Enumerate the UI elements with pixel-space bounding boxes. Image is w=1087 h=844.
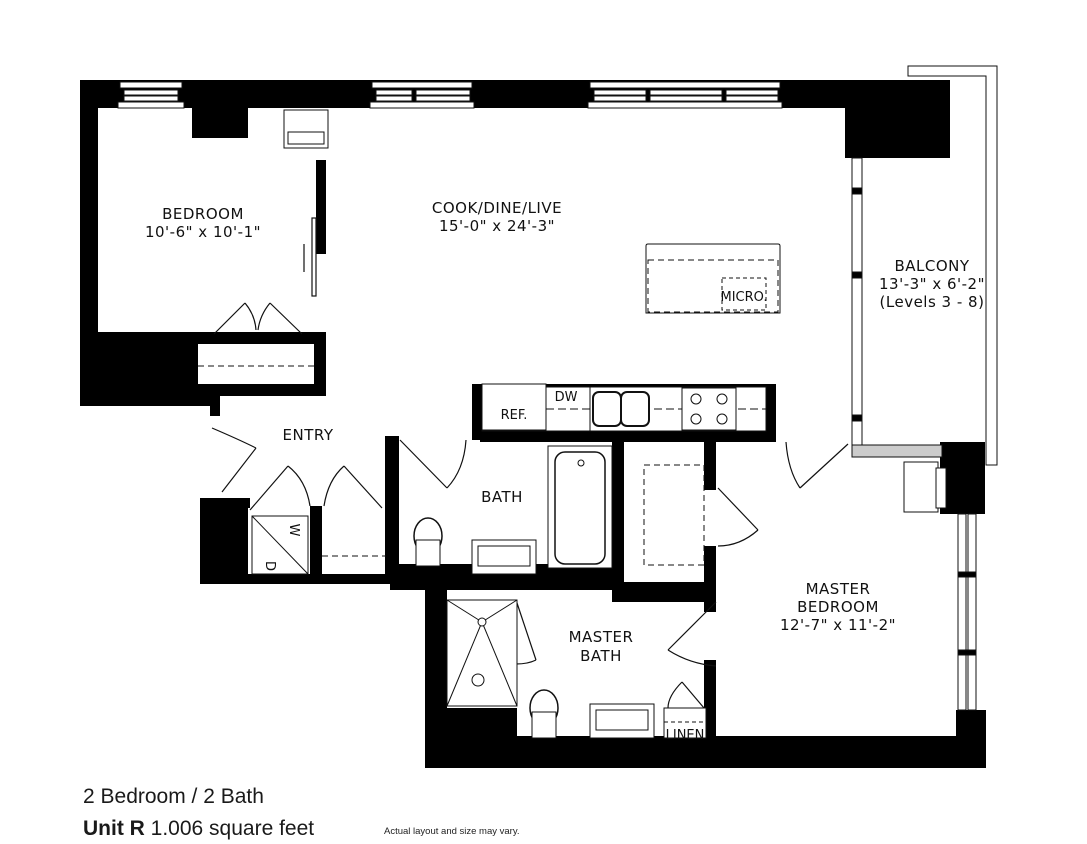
- master-bedroom-name-2: BEDROOM: [797, 598, 879, 616]
- unit-summary: Unit R 1.006 square feet: [83, 817, 314, 841]
- bedroom-dimensions: 10'-6" x 10'-1": [145, 223, 261, 241]
- square-feet: 1.006 square feet: [150, 817, 315, 840]
- disclaimer: Actual layout and size may vary.: [384, 826, 520, 837]
- kitchen-island: [645, 243, 781, 314]
- floor-plan: MICRO. REF. DW: [80, 65, 998, 768]
- master-bedroom-name-1: MASTER: [806, 580, 871, 598]
- entry-name: ENTRY: [283, 426, 334, 444]
- room-labels: BEDROOM 10'-6" x 10'-1" COOK/DINE/LIVE 1…: [145, 199, 985, 665]
- dryer-label: D: [262, 561, 277, 571]
- doors: [211, 217, 849, 709]
- unit-label: Unit R: [83, 817, 145, 840]
- bath-fixtures: [251, 445, 707, 739]
- washer-label: W: [286, 524, 301, 537]
- balcony-railing: [907, 65, 998, 466]
- cook-dine-live-dimensions: 15'-0" x 24'-3": [439, 217, 555, 235]
- windows-top: [117, 81, 783, 109]
- balcony-glazing: [851, 157, 943, 458]
- master-bedroom-dimensions: 12'-7" x 11'-2": [780, 616, 896, 634]
- balcony-name: BALCONY: [894, 257, 969, 275]
- walls: [80, 80, 986, 768]
- cook-dine-live-name: COOK/DINE/LIVE: [432, 199, 562, 217]
- micro-label: MICRO.: [721, 290, 768, 305]
- balcony-dimensions: 13'-3" x 6'-2": [879, 275, 985, 293]
- bed-bath-summary: 2 Bedroom / 2 Bath: [83, 785, 264, 808]
- windows-right: [957, 513, 977, 711]
- master-bath-name-1: MASTER: [569, 628, 634, 646]
- closet-shelves: [198, 365, 705, 566]
- dw-label: DW: [555, 390, 578, 405]
- kitchen-counter: [481, 383, 767, 432]
- bedroom-name: BEDROOM: [162, 205, 244, 223]
- bath-name: BATH: [481, 488, 523, 506]
- ref-label: REF.: [501, 408, 528, 423]
- linen-label: LINEN: [666, 728, 705, 743]
- master-bath-name-2: BATH: [580, 647, 622, 665]
- hvac-units: [283, 109, 947, 513]
- balcony-note: (Levels 3 - 8): [880, 293, 985, 311]
